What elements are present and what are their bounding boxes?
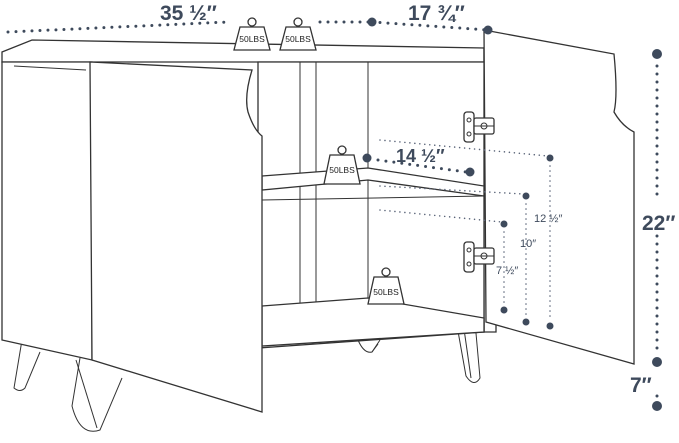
depth-label: 17 ¾″: [408, 2, 465, 25]
weight-badge-bottom: 50LBS: [367, 267, 405, 305]
right-door: [483, 29, 635, 365]
dimension-depth: 17 ¾″: [370, 2, 493, 35]
dimension-leg-height: 7″: [630, 374, 662, 411]
weight-label: 50LBS: [329, 165, 355, 175]
dimension-interior-2: 10″: [379, 185, 536, 326]
leg-height-label: 7″: [630, 374, 652, 397]
leg-front-left: [13, 339, 123, 432]
cabinet-left-panel: [1, 61, 93, 361]
dimension-shelf-depth: 14 ½″: [362, 146, 475, 177]
weight-label: 50LBS: [285, 34, 311, 44]
hinge-lower: [463, 241, 495, 273]
weight-badge-top-right: 50LBS: [279, 17, 317, 51]
leg-back-middle: [357, 339, 381, 353]
weight-badge-top-left: 50LBS: [233, 17, 271, 51]
cabinet-body: [1, 39, 497, 361]
interior-height-1-label: 12 ½″: [534, 213, 562, 225]
dimension-width: 35 ½″: [6, 2, 377, 34]
height-label: 22″: [642, 212, 675, 235]
hinge-upper: [463, 111, 495, 143]
weight-label: 50LBS: [373, 287, 399, 297]
dimension-interior-1: 12 ½″: [379, 139, 562, 330]
interior-height-2-label: 10″: [520, 238, 536, 250]
dimension-height: 22″: [642, 49, 675, 367]
weight-label: 50LBS: [239, 34, 265, 44]
shelf-depth-label: 14 ½″: [396, 146, 445, 166]
width-label: 35 ½″: [160, 2, 217, 25]
left-door: [89, 61, 263, 413]
dimension-interior-3: 7 ½″: [379, 209, 518, 314]
interior-height-3-label: 7 ½″: [496, 265, 518, 277]
weight-badge-shelf: 50LBS: [323, 145, 361, 185]
